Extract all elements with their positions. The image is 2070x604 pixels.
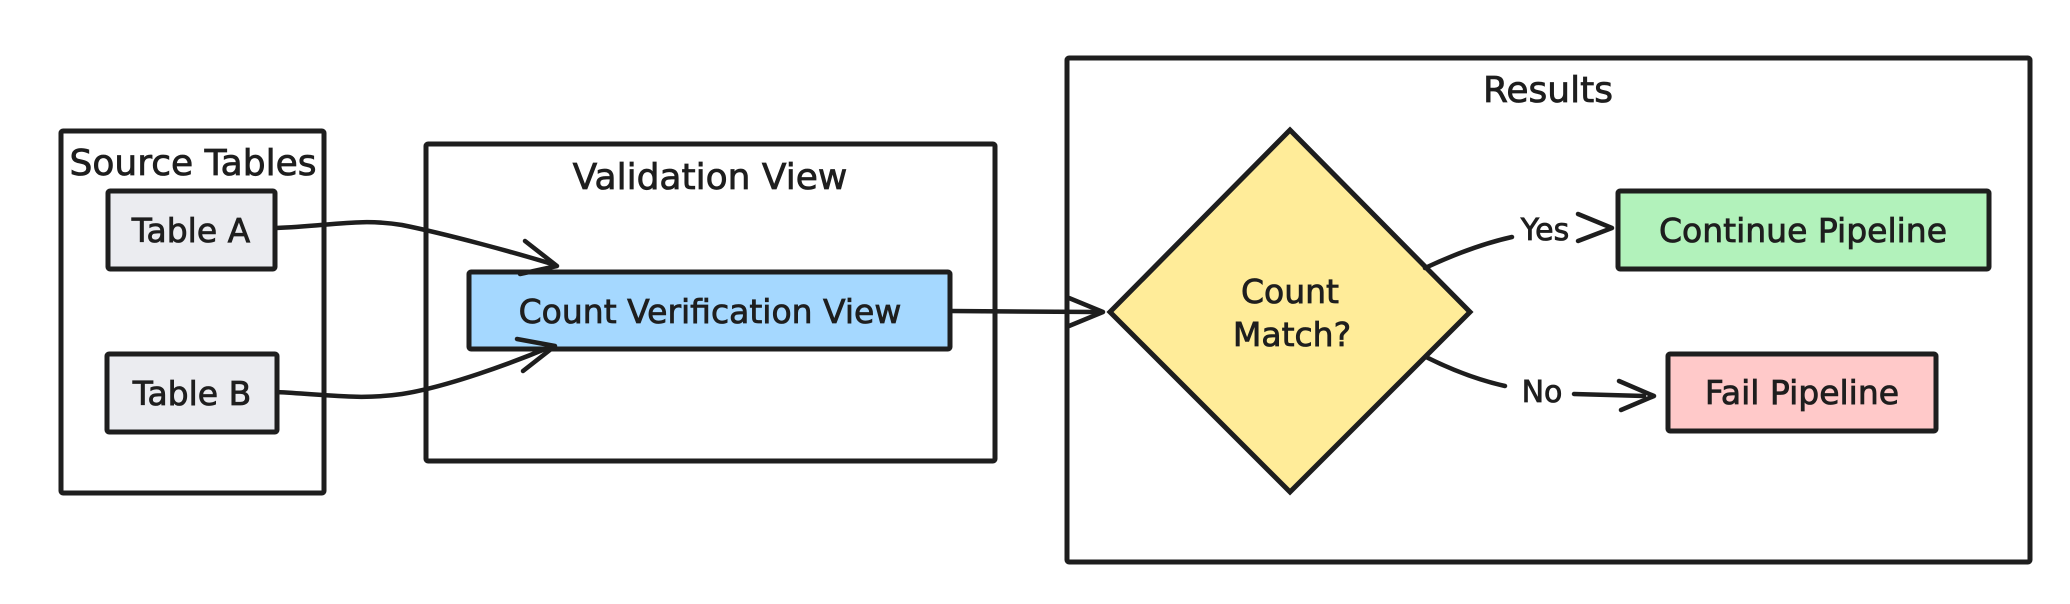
arrow-line (273, 219, 555, 267)
count-verification-view-node: Count Verification View (466, 269, 953, 352)
count-match-decision-node: Count Match? (1106, 126, 1474, 496)
arrowhead-icon (1066, 295, 1106, 329)
edges: Continue Pipeline --> Yes Fail Pipeline … (273, 211, 1657, 413)
results-group: Results Count Match? Continue Pipeline F… (1064, 55, 2033, 565)
yes-edge-label: Yes (1520, 213, 1569, 248)
arrowhead-icon (514, 336, 558, 374)
arrow-line (947, 308, 1099, 315)
fail-pipeline-node: Fail Pipeline (1665, 351, 1939, 434)
arrow-no-to-fail-pipeline: No (1423, 354, 1657, 413)
source-tables-container (58, 128, 327, 496)
arrow-yes-to-continue-pipeline: Yes (1422, 211, 1615, 271)
arrow-line (274, 344, 553, 400)
source-tables-group: Source Tables Table A Table B (58, 128, 327, 496)
results-title: Results (1483, 70, 1613, 111)
continue-pipeline-node: Continue Pipeline (1615, 188, 1992, 272)
arrowhead-icon (1575, 211, 1615, 244)
table-b-node: Table B (104, 351, 280, 435)
fail-pipeline-box (1665, 351, 1939, 434)
arrow-verification-view-to-count-match (947, 295, 1106, 329)
continue-pipeline-box (1615, 188, 1992, 272)
arrow-line (1423, 354, 1508, 389)
continue-pipeline-label: Continue Pipeline (1659, 211, 1947, 250)
validation-view-title: Validation View (573, 157, 848, 198)
table-a-label: Table A (131, 211, 251, 250)
table-a-node: Table A (105, 188, 278, 272)
count-verification-view-label: Count Verification View (519, 292, 902, 331)
count-match-label-line2: Match? (1233, 315, 1351, 354)
fail-pipeline-label: Fail Pipeline (1705, 373, 1899, 412)
no-edge-label: No (1522, 375, 1563, 410)
arrow-line (1422, 234, 1515, 271)
arrow-table-b-to-verification-view (274, 336, 558, 400)
count-match-label-line1: Count (1241, 272, 1339, 311)
arrow-table-a-to-verification-view (273, 219, 560, 277)
count-match-diamond (1106, 126, 1474, 496)
validation-view-group: Validation View Count Verification View (423, 141, 998, 464)
table-b-label: Table B (132, 374, 251, 413)
arrowhead-icon (517, 238, 560, 277)
source-tables-title: Source Tables (70, 143, 317, 184)
validation-view-container (423, 141, 998, 464)
arrow-line (1571, 391, 1647, 399)
arrowhead-icon (1616, 378, 1657, 413)
